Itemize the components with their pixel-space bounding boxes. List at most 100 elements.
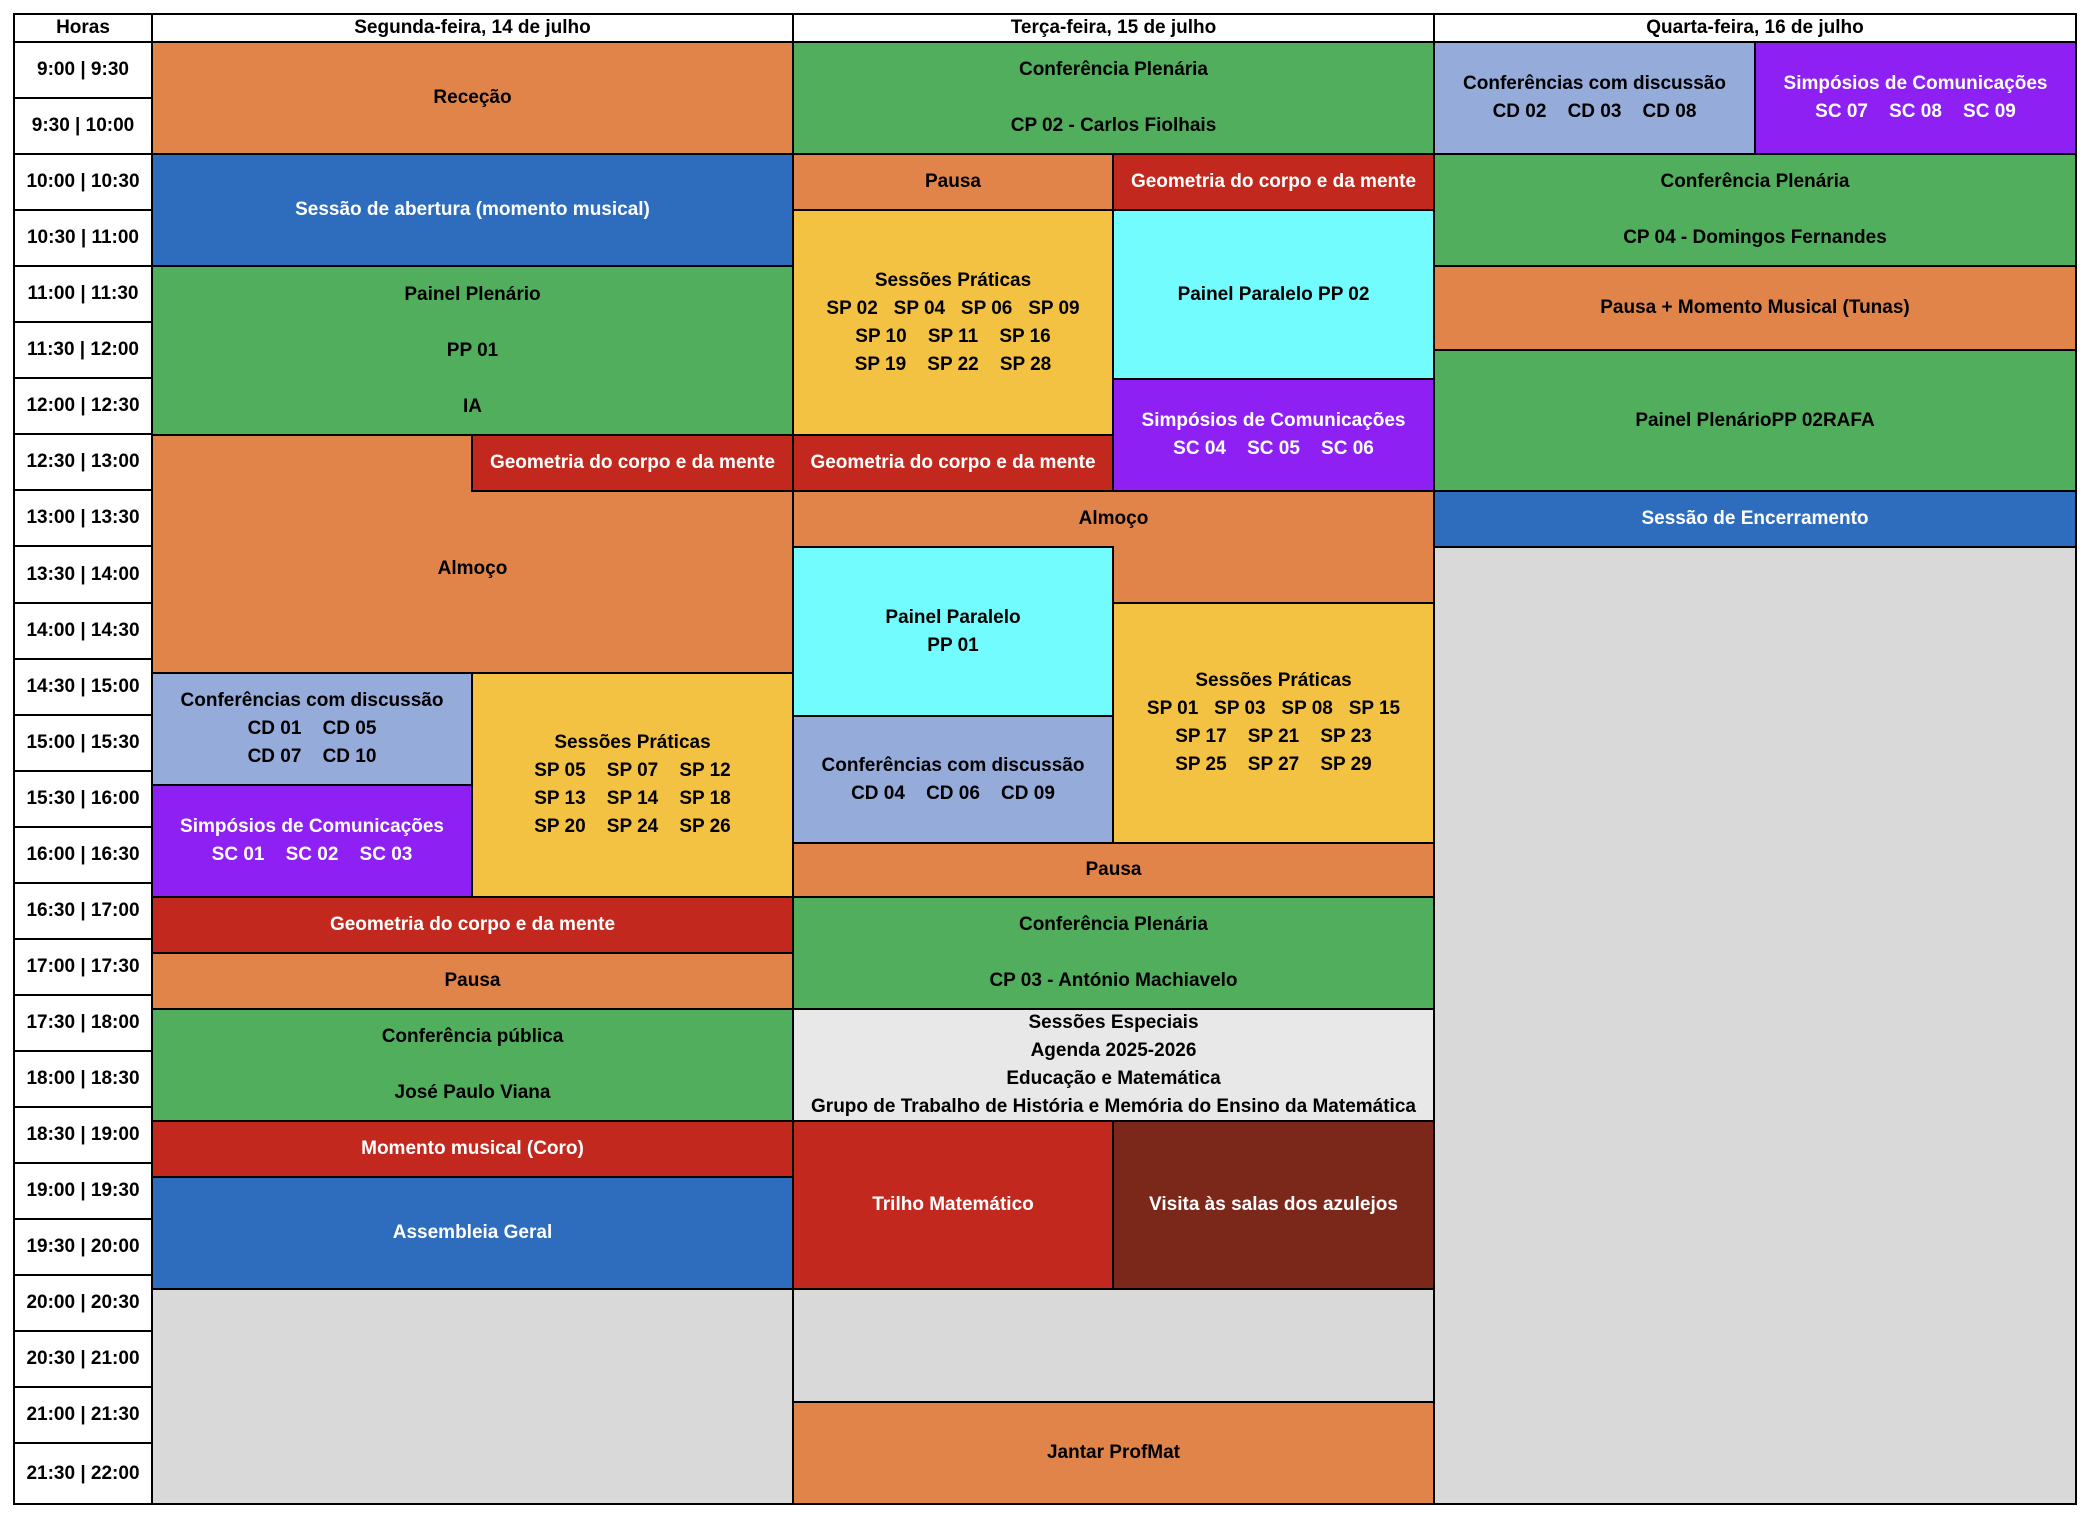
mon-momento-coro-label: Momento musical (Coro) (361, 1138, 584, 1159)
mon-rececao: Receção (151, 41, 794, 155)
tue-pp01-title: Painel Paralelo (885, 606, 1021, 628)
tue-sp-a-code: SP 10 (855, 325, 907, 347)
time-slot-label: 19:00 | 19:30 (26, 1180, 140, 1201)
mon-conf-publica: Conferência pública José Paulo Viana (151, 1008, 794, 1122)
tue-pausa-2: Pausa (792, 842, 1435, 898)
tue-sp-b-code: SP 29 (1320, 754, 1372, 775)
schedule-table: Horas Segunda-feira, 14 de julho Terça-f… (13, 13, 2077, 1505)
time-slot-label: 16:00 | 16:30 (26, 844, 140, 865)
header-monday-label: Segunda-feira, 14 de julho (354, 17, 591, 38)
time-slot: 18:00 | 18:30 (13, 1050, 153, 1108)
wed-sc-code: SC 09 (1963, 101, 2016, 122)
tue-sc-code: SC 04 (1173, 438, 1226, 459)
mon-sc-code: SC 02 (285, 844, 339, 865)
wed-sc-code: SC 07 (1815, 101, 1868, 122)
tue-sp-b-code: SP 08 (1281, 698, 1333, 719)
time-slot: 20:00 | 20:30 (13, 1274, 153, 1332)
wed-cd: Conferências com discussão CD 02 CD 03 C… (1433, 41, 1756, 155)
mon-almoco-label: Almoço (437, 558, 508, 579)
tue-sp-a-code: SP 04 (893, 297, 946, 319)
mon-pausa: Pausa (151, 952, 794, 1010)
mon-sp-code: SP 05 (534, 760, 586, 781)
mon-sp-row2: SP 13 SP 14 SP 18 (534, 785, 731, 813)
wed-encerramento: Sessão de Encerramento (1433, 490, 2077, 548)
mon-sc: Simpósios de Comunicações SC 01 SC 02 SC… (151, 784, 473, 898)
time-slot: 20:30 | 21:00 (13, 1330, 153, 1388)
time-slot-label: 9:30 | 10:00 (31, 115, 135, 136)
tue-visita: Visita às salas dos azulejos (1112, 1120, 1435, 1290)
time-slot-label: 21:00 | 21:30 (26, 1404, 140, 1425)
tue-cd-code: CD 06 (926, 782, 980, 804)
mon-cd-code: CD 05 (322, 718, 377, 739)
time-slot: 9:00 | 9:30 (13, 41, 153, 99)
tue-pp02-label: Painel Paralelo PP 02 (1177, 283, 1370, 305)
mon-sp-code: SP 13 (534, 788, 586, 809)
time-slot-label: 12:00 | 12:30 (26, 395, 140, 416)
wed-cd-row1: CD 02 CD 03 CD 08 (1493, 98, 1697, 126)
mon-sp-code: SP 12 (679, 760, 731, 781)
tue-sp-a-row1: SP 02 SP 04 SP 06 SP 09 (826, 295, 1079, 323)
mon-sp: Sessões Práticas SP 05 SP 07 SP 12 SP 13… (471, 672, 794, 898)
tue-sp-b-code: SP 01 (1146, 698, 1199, 719)
time-slot: 12:00 | 12:30 (13, 377, 153, 435)
tue-jantar-label: Jantar ProfMat (1046, 1442, 1181, 1463)
time-slot-label: 11:30 | 12:00 (26, 339, 139, 360)
time-slot-label: 17:00 | 17:30 (26, 956, 140, 977)
tue-sp-b-code: SP 27 (1247, 754, 1300, 775)
time-slot-label: 14:00 | 14:30 (26, 620, 140, 641)
wed-cd-title: Conferências com discussão (1463, 73, 1726, 94)
header-tuesday-label: Terça-feira, 15 de julho (1010, 17, 1217, 38)
time-slot-label: 19:30 | 20:00 (26, 1236, 140, 1257)
tue-sp-a: Sessões Práticas SP 02 SP 04 SP 06 SP 09… (792, 209, 1114, 436)
time-slot-label: 15:30 | 16:00 (26, 788, 140, 809)
time-slot-label: 15:00 | 15:30 (26, 732, 140, 753)
time-slot-label: 17:30 | 18:00 (26, 1012, 140, 1033)
mon-cd-row2: CD 07 CD 10 (248, 743, 377, 771)
tue-sc-code: SC 05 (1247, 438, 1300, 459)
header-hours-label: Horas (56, 17, 110, 38)
tue-especiais-line: Agenda 2025-2026 (1030, 1040, 1197, 1061)
mon-conf-publica-title: Conferência pública (381, 1026, 564, 1047)
header-tuesday: Terça-feira, 15 de julho (792, 13, 1435, 43)
tue-sp-b-code: SP 17 (1175, 726, 1227, 747)
time-slot: 15:30 | 16:00 (13, 770, 153, 828)
mon-sp-row1: SP 05 SP 07 SP 12 (534, 757, 731, 785)
time-slot-label: 18:00 | 18:30 (26, 1068, 140, 1089)
header-wednesday: Quarta-feira, 16 de julho (1433, 13, 2077, 43)
mon-assembleia-label: Assembleia Geral (392, 1222, 553, 1243)
mon-geometria-1-label: Geometria do corpo e da mente (489, 452, 776, 473)
time-slot-label: 12:30 | 13:00 (26, 451, 140, 472)
tue-cp2-speaker: CP 03 - António Machiavelo (989, 970, 1238, 991)
wed-empty-afternoon (1433, 546, 2077, 1505)
mon-geometria-1: Geometria do corpo e da mente (471, 434, 794, 492)
wed-sc-row1: SC 07 SC 08 SC 09 (1815, 98, 2016, 126)
time-slot: 11:00 | 11:30 (13, 265, 153, 323)
tue-sp-a-code: SP 16 (999, 325, 1051, 347)
mon-pp-title: Painel Plenário (404, 283, 541, 305)
tue-geometria-1-label: Geometria do corpo e da mente (1130, 171, 1417, 192)
time-slot-label: 10:30 | 11:00 (26, 227, 139, 248)
mon-cd-title: Conferências com discussão (180, 690, 444, 711)
time-slot: 16:00 | 16:30 (13, 826, 153, 884)
time-slot: 21:30 | 22:00 (13, 1442, 153, 1505)
time-slot: 16:30 | 17:00 (13, 882, 153, 940)
wed-painel-plenario-label: Painel PlenárioPP 02RAFA (1635, 409, 1875, 431)
header-wednesday-label: Quarta-feira, 16 de julho (1646, 17, 1864, 38)
wed-pausa-musical-label: Pausa + Momento Musical (Tunas) (1600, 297, 1910, 318)
time-slot: 17:00 | 17:30 (13, 938, 153, 996)
time-slot: 14:00 | 14:30 (13, 602, 153, 660)
tue-especiais-line: Educação e Matemática (1006, 1068, 1221, 1089)
tue-trilho-label: Trilho Matemático (872, 1194, 1034, 1215)
tue-geometria-2: Geometria do corpo e da mente (792, 434, 1114, 492)
tue-sp-a-row2: SP 10 SP 11 SP 16 (855, 323, 1050, 351)
wed-sc-code: SC 08 (1889, 101, 1942, 122)
tue-sc-title: Simpósios de Comunicações (1141, 410, 1406, 431)
tue-cd-code: CD 04 (851, 782, 905, 804)
tue-sp-b-row2: SP 17 SP 21 SP 23 (1175, 723, 1372, 751)
time-slot: 13:00 | 13:30 (13, 489, 153, 547)
time-slot: 12:30 | 13:00 (13, 433, 153, 491)
wed-cp-speaker: CP 04 - Domingos Fernandes (1623, 227, 1887, 248)
mon-abertura-label: Sessão de abertura (momento musical) (295, 199, 650, 220)
time-slot-label: 16:30 | 17:00 (26, 900, 140, 921)
mon-sc-code: SC 03 (359, 844, 413, 865)
